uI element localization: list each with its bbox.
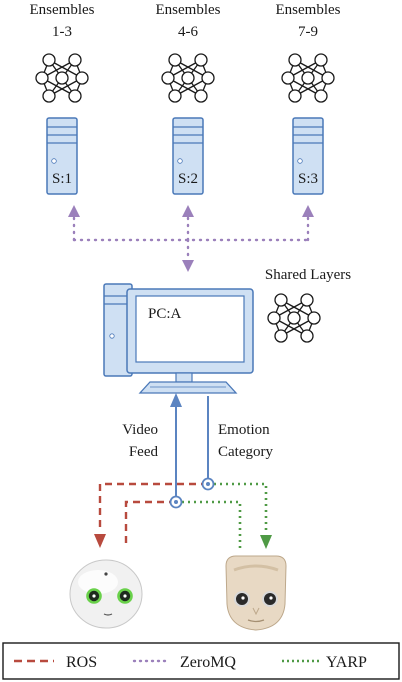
ros-arrowhead (94, 534, 106, 548)
desktop-computer-icon: PC:A (103, 283, 254, 394)
pc-label: PC:A (148, 306, 182, 322)
ensemble-group-3: Ensembles 7-9 S:3 (276, 2, 341, 195)
video-feed-link (170, 393, 182, 500)
neural-network-icon (267, 293, 321, 343)
neural-network-icon (35, 53, 89, 103)
ensemble-title: Ensembles (30, 2, 95, 18)
zeromq-legend-label: ZeroMQ (180, 654, 236, 671)
junction-node (201, 477, 215, 491)
video-label: Video (122, 422, 158, 438)
pepper-robot-head (69, 559, 143, 629)
icub-robot-head (225, 555, 287, 631)
ros-connection (98, 482, 208, 548)
ensemble-title: Ensembles (156, 2, 221, 18)
zeromq-arrowheads (68, 205, 314, 272)
ensemble-title: Ensembles (276, 2, 341, 18)
server-label: S:3 (298, 171, 318, 187)
feed-label: Feed (129, 444, 159, 460)
ensemble-group-1: Ensembles 1-3 S:1 (30, 2, 95, 195)
yarp-connection (176, 482, 268, 548)
server-label: S:1 (52, 171, 72, 187)
emotion-label: Emotion (218, 422, 270, 438)
server-label: S:2 (178, 171, 198, 187)
legend: ROS ZeroMQ YARP (2, 642, 400, 680)
ensemble-range: 4-6 (178, 24, 198, 40)
shared-layers-label: Shared Layers (265, 267, 351, 283)
category-label: Category (218, 444, 273, 460)
junction-node (169, 495, 183, 509)
neural-network-icon (161, 53, 215, 103)
neural-network-icon (281, 53, 335, 103)
ensemble-range: 7-9 (298, 24, 318, 40)
ensemble-group-2: Ensembles 4-6 S:2 (156, 2, 221, 195)
ros-legend-label: ROS (66, 654, 97, 671)
zeromq-connection (72, 214, 310, 260)
ensemble-range: 1-3 (52, 24, 72, 40)
yarp-arrowhead (260, 535, 272, 549)
yarp-legend-label: YARP (326, 654, 367, 671)
